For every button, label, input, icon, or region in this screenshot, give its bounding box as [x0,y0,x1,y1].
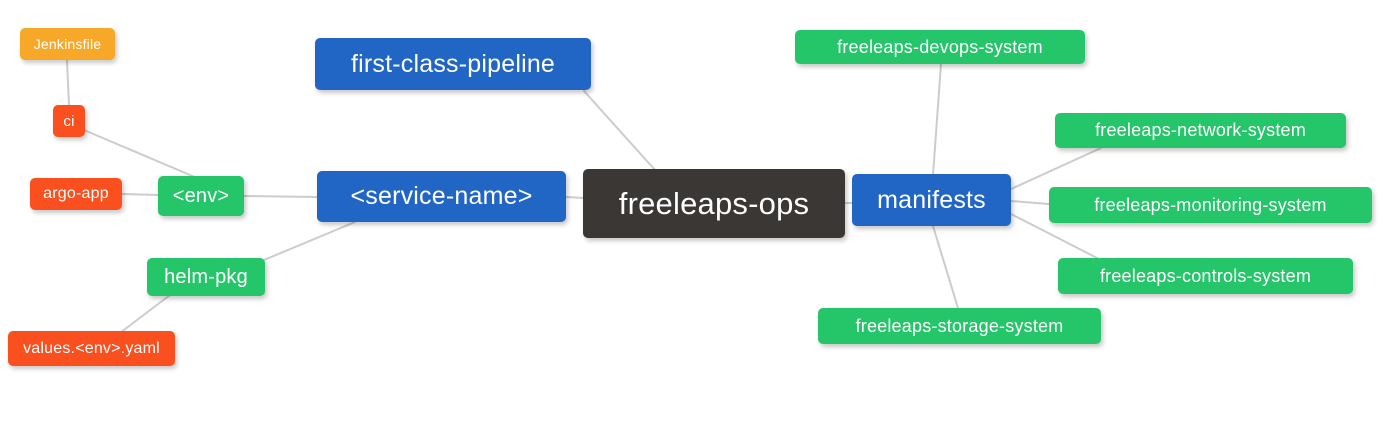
edge-ci-env [83,129,198,179]
node-ci[interactable]: ci [53,105,85,137]
edge-helmpkg-values [119,294,171,334]
node-env[interactable]: <env> [158,176,244,216]
edge-manifests-devops [932,63,942,176]
node-argo-app[interactable]: argo-app [30,178,122,210]
edge-manifests-monitoring [1010,200,1050,205]
edge-servicename-root [565,196,585,199]
edge-pipeline-root [583,90,656,171]
node-service-name[interactable]: <service-name> [317,171,566,222]
node-first-class-pipeline[interactable]: first-class-pipeline [315,38,591,90]
edge-jenkinsfile-ci [66,59,70,107]
node-manifests[interactable]: manifests [852,174,1011,226]
edge-manifests-controls [1010,213,1100,260]
node-monitoring-system[interactable]: freeleaps-monitoring-system [1049,187,1372,223]
edge-argoapp-env [121,193,159,196]
node-storage-system[interactable]: freeleaps-storage-system [818,308,1101,344]
node-helm-pkg[interactable]: helm-pkg [147,258,265,296]
edge-manifests-network [1010,147,1102,190]
node-freeleaps-ops-root[interactable]: freeleaps-ops [583,169,845,238]
node-jenkinsfile[interactable]: Jenkinsfile [20,28,115,60]
edge-env-servicename [243,195,318,198]
node-controls-system[interactable]: freeleaps-controls-system [1058,258,1353,294]
node-values-env-yaml[interactable]: values.<env>.yaml [8,331,175,366]
node-devops-system[interactable]: freeleaps-devops-system [795,30,1085,64]
edge-manifests-storage [932,225,959,309]
node-network-system[interactable]: freeleaps-network-system [1055,113,1346,148]
edge-servicename-helmpkg [263,221,356,261]
